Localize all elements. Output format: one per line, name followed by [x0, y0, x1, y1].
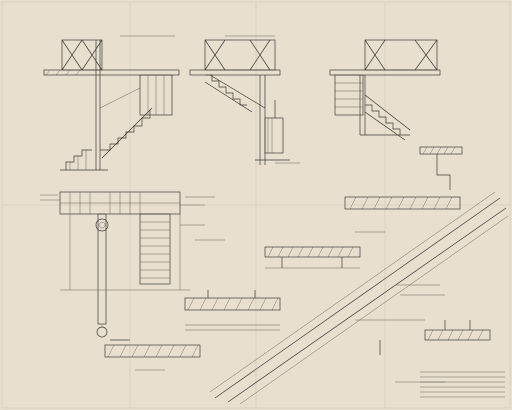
stair-elevation-middle: [189, 39, 290, 165]
section-detail-upper-right: [419, 146, 463, 190]
section-detail-tread: [264, 246, 361, 269]
title-block: [420, 371, 505, 398]
stair-elevation-right: [329, 39, 441, 141]
section-detail-bottom-left: [104, 339, 201, 358]
section-detail-lower-middle: [184, 290, 281, 331]
section-detail-lower-right: [355, 319, 491, 355]
section-detail-landing: [344, 196, 461, 210]
stair-elevation-left: [43, 39, 180, 171]
diagonal-stringer-detail: [209, 191, 509, 405]
stair-plan: [40, 191, 205, 338]
